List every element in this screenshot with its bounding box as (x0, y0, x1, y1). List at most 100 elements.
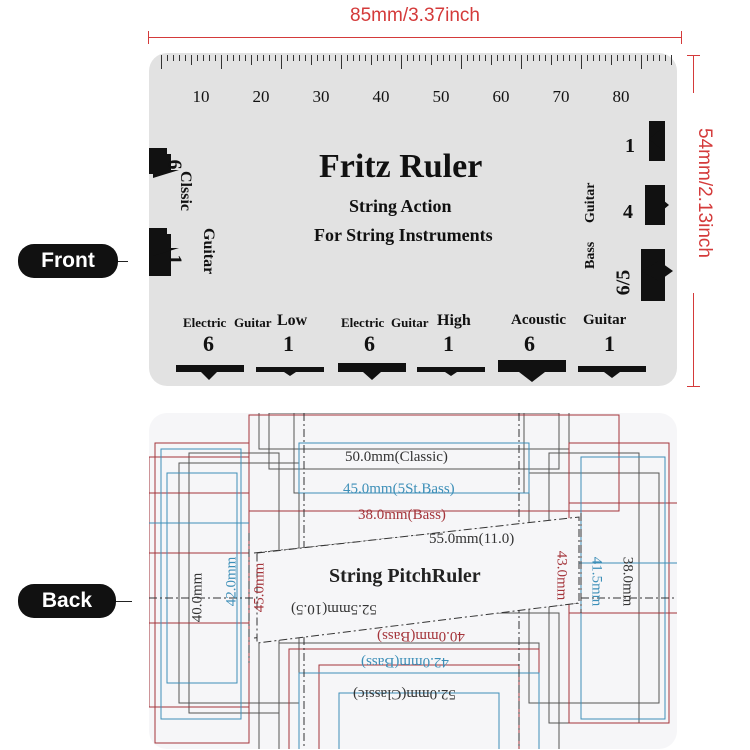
back-v-45: 45.0mm (251, 562, 268, 613)
ruler-tick (329, 55, 330, 61)
ruler-tick (569, 55, 570, 61)
classic-word-2: Guitar (200, 228, 217, 275)
back-v-43: 43.0mm (553, 550, 570, 601)
ruler-number: 50 (432, 87, 450, 106)
ruler-tick (467, 55, 468, 61)
front-pointer (118, 261, 128, 262)
ruler-tick (485, 55, 486, 61)
ruler-tick (581, 55, 582, 69)
ruler-tick (227, 55, 228, 61)
acoustic-num-1: 1 (604, 331, 615, 356)
electric-low-num-1: 1 (283, 331, 294, 356)
ruler-tick (527, 55, 528, 61)
ruler-tick (503, 55, 504, 61)
ruler-tick (617, 55, 618, 61)
ruler-tick (341, 55, 342, 69)
electric-high-num-1: 1 (443, 331, 454, 356)
bass-num-bottom: 6/5 (612, 269, 635, 296)
back-pointer (116, 601, 132, 602)
back-m-45-5st: 45.0mm(5St.Bass) (343, 481, 455, 497)
bass-word-2: Guitar (583, 182, 598, 223)
bass-word-1: Bass (583, 241, 598, 269)
ruler-tick (509, 55, 510, 61)
height-dimension-cap-bottom (687, 386, 700, 387)
ruler-tick (641, 55, 642, 69)
ruler-tick (239, 55, 240, 61)
ruler-tick (665, 55, 666, 61)
ruler-tick (179, 55, 180, 61)
ruler-tick (545, 55, 546, 61)
ruler-tick (167, 55, 168, 61)
back-m-42-bass: 42.0mm(Bass) (361, 654, 449, 670)
ruler-tick (173, 55, 174, 61)
classic-num-top: 6 (163, 159, 186, 170)
back-m-50-classic: 50.0mm(Classic) (345, 449, 448, 465)
width-dimension-line (148, 28, 682, 48)
ruler-tick (203, 55, 204, 61)
ruler-tick (371, 55, 372, 65)
ruler-tick (401, 55, 402, 69)
ruler-tick (305, 55, 306, 61)
back-m-40-bass: 40.0mm(Bass) (377, 628, 465, 644)
ruler-tick (497, 55, 498, 61)
ruler-tick (323, 55, 324, 61)
front-label: Front (18, 244, 118, 278)
ruler-tick (599, 55, 600, 61)
ruler-tick (419, 55, 420, 61)
ruler-tick (347, 55, 348, 61)
back-m-55: 55.0mm(11.0) (429, 531, 515, 547)
bass-num-top: 1 (625, 135, 635, 157)
bass-num-mid: 4 (623, 201, 633, 223)
ruler-tick (215, 55, 216, 61)
ruler-tick (449, 55, 450, 61)
ruler-tick (197, 55, 198, 61)
height-dimension-cap-top (687, 55, 700, 56)
ruler-tick (593, 55, 594, 61)
acoustic-num-6: 6 (524, 331, 535, 356)
width-dimension-label: 85mm/3.37inch (300, 5, 530, 27)
width-dimension-rule (148, 37, 682, 38)
back-v-41-5: 41.5mm (588, 556, 605, 607)
ruler-tick (245, 55, 246, 61)
ruler-tick (653, 55, 654, 61)
ruler-tick (629, 55, 630, 61)
ruler-tick (605, 55, 606, 61)
bass-gauge-steps (641, 121, 673, 301)
ruler-tick (317, 55, 318, 61)
ruler-tick (533, 55, 534, 61)
electric-high-label-b: Guitar (391, 315, 429, 330)
ruler-number: 20 (252, 87, 270, 106)
ruler-tick (251, 55, 252, 65)
ruler-tick (671, 55, 672, 65)
back-v-40: 40.0mm (189, 572, 206, 623)
ruler-tick (461, 55, 462, 69)
back-m-52-5: 52.5mm(10.5) (291, 601, 377, 617)
front-subtitle-2: For String Instruments (314, 225, 493, 245)
ruler-tick (491, 55, 492, 65)
ruler-tick (611, 55, 612, 65)
acoustic-label-a: Acoustic (511, 312, 566, 328)
ruler-tick (425, 55, 426, 61)
ruler-tick (293, 55, 294, 61)
ruler-tick (521, 55, 522, 69)
ruler-tick (431, 55, 432, 65)
ruler-number: 10 (192, 87, 210, 106)
electric-low-num-6: 6 (203, 331, 214, 356)
ruler-tick (287, 55, 288, 61)
electric-high-num-6: 6 (364, 331, 375, 356)
ruler-tick (359, 55, 360, 61)
ruler-tick (455, 55, 456, 61)
classic-num-bottom: 1 (163, 254, 186, 265)
ruler-tick (377, 55, 378, 61)
ruler-tick (443, 55, 444, 61)
ruler-tick (221, 55, 222, 69)
ruler-tick (515, 55, 516, 61)
ruler-tick (209, 55, 210, 61)
back-title: String PitchRuler (329, 565, 481, 587)
electric-low-label-c: Low (277, 312, 308, 329)
back-label: Back (18, 584, 116, 618)
ruler-tick (587, 55, 588, 61)
ruler-number: 70 (552, 87, 570, 106)
ruler-tick (575, 55, 576, 61)
classic-gauge-steps (149, 148, 179, 276)
